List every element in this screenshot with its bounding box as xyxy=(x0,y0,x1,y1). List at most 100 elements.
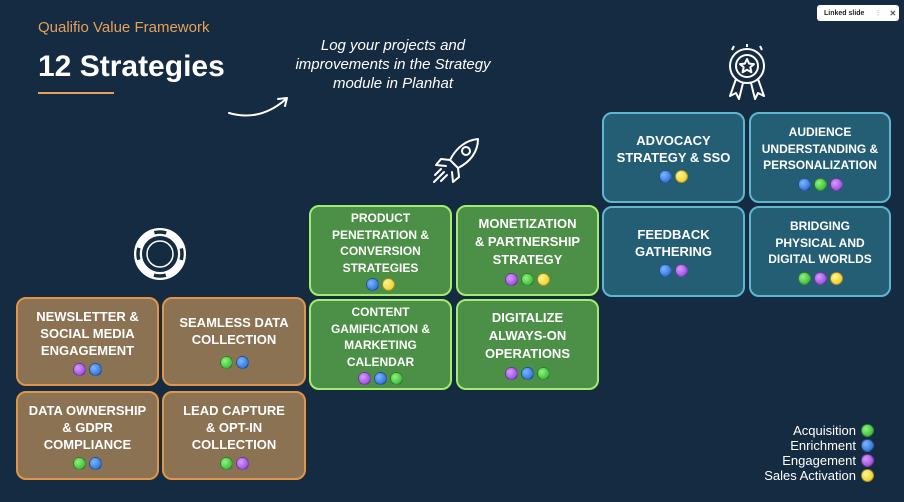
category-dots xyxy=(797,177,843,191)
category-dots xyxy=(659,170,688,183)
acquisition-dot xyxy=(521,273,534,286)
card-title-line: AUDIENCE xyxy=(788,125,852,140)
acquisition-dot xyxy=(861,424,874,437)
planhat-note: Log your projects and improvements in th… xyxy=(288,36,498,93)
category-dots xyxy=(366,278,395,291)
card-audience-understanding[interactable]: AUDIENCE UNDERSTANDING & PERSONALIZATION xyxy=(749,112,891,203)
note-line: module in Planhat xyxy=(332,75,454,92)
award-ribbon-icon xyxy=(729,44,765,100)
engagement-dot xyxy=(505,273,518,286)
category-dots xyxy=(219,356,249,369)
engagement-dot xyxy=(813,271,827,285)
card-title-line: DATA OWNERSHIP xyxy=(28,402,147,418)
category-dots xyxy=(505,367,550,380)
card-title-line: UNDERSTANDING & xyxy=(761,141,879,156)
card-title-line: & OPT-IN xyxy=(205,419,263,435)
legend-label: Engagement xyxy=(782,453,856,468)
acquisition-dot xyxy=(537,367,550,380)
card-title-line: STRATEGIES xyxy=(342,260,419,275)
legend-item-enrichment: Enrichment xyxy=(790,438,874,453)
framework-subtitle: Qualifio Value Framework xyxy=(38,19,210,36)
card-title-line: & PARTNERSHIP xyxy=(474,234,581,249)
sales-activation-dot xyxy=(829,271,843,285)
card-lead-capture-opt-in[interactable]: LEAD CAPTURE & OPT-IN COLLECTION xyxy=(162,391,306,480)
card-seamless-data-collection[interactable]: SEAMLESS DATA COLLECTION xyxy=(162,297,306,386)
enrichment-dot xyxy=(797,177,811,191)
category-dots xyxy=(505,273,550,286)
sales-activation-dot xyxy=(861,469,874,482)
card-title-line: MARKETING xyxy=(344,338,417,352)
enrichment-dot xyxy=(659,170,672,183)
card-title-line: FEEDBACK xyxy=(637,227,710,242)
engagement-dot xyxy=(73,362,86,376)
unlink-icon[interactable]: ✕ xyxy=(889,8,897,18)
card-content-gamification[interactable]: CONTENT GAMIFICATION & MARKETING CALENDA… xyxy=(309,299,452,390)
rocket-icon xyxy=(433,138,479,183)
card-title-line: COLLECTION xyxy=(191,436,277,452)
category-dots xyxy=(219,456,249,470)
card-title-line: CONVERSION xyxy=(340,244,421,258)
acquisition-dot xyxy=(73,456,86,470)
card-title-line: DIGITALIZE xyxy=(491,310,564,325)
card-feedback-gathering[interactable]: FEEDBACK GATHERING xyxy=(602,206,745,297)
category-dots xyxy=(73,456,102,470)
card-title-line: PENETRATION & xyxy=(331,227,430,242)
card-title-line: PHYSICAL AND xyxy=(775,235,865,250)
category-dots xyxy=(797,271,843,285)
engagement-dot xyxy=(235,456,249,470)
category-legend: Acquisition Enrichment Engagement Sales … xyxy=(764,423,874,483)
engagement-dot xyxy=(505,367,518,380)
category-dots xyxy=(73,362,102,376)
linked-slide-badge[interactable]: Linked slide ⋮ ✕ xyxy=(817,5,899,21)
card-digitalize-operations[interactable]: DIGITALIZE ALWAYS-ON OPERATIONS xyxy=(456,299,599,390)
card-product-penetration[interactable]: PRODUCT PENETRATION & CONVERSION STRATEG… xyxy=(309,205,452,296)
note-line: Log your projects and xyxy=(320,37,466,54)
card-bridging-physical-digital[interactable]: BRIDGING PHYSICAL AND DIGITAL WORLDS xyxy=(749,206,891,297)
sales-activation-dot xyxy=(675,170,688,183)
card-title-line: NEWSLETTER & xyxy=(36,308,139,324)
card-title-line: STRATEGY & SSO xyxy=(616,150,731,165)
card-title-line: & GDPR xyxy=(62,419,113,435)
card-title-line: STRATEGY xyxy=(492,252,563,267)
note-line: improvements in the Strategy xyxy=(295,56,491,73)
engagement-dot xyxy=(358,372,371,385)
card-advocacy-strategy[interactable]: ADVOCACY STRATEGY & SSO xyxy=(602,112,745,203)
acquisition-dot xyxy=(797,271,811,285)
card-monetization-partnership[interactable]: MONETIZATION & PARTNERSHIP STRATEGY xyxy=(456,205,599,296)
enrichment-dot xyxy=(861,439,874,452)
engagement-dot xyxy=(829,177,843,191)
card-title-line: ENGAGEMENT xyxy=(40,342,135,358)
acquisition-dot xyxy=(813,177,827,191)
card-data-ownership-gdpr[interactable]: DATA OWNERSHIP & GDPR COMPLIANCE xyxy=(16,391,159,480)
card-title-line: GATHERING xyxy=(634,244,713,259)
enrichment-dot xyxy=(366,278,379,291)
acquisition-dot xyxy=(390,372,403,385)
title-underline xyxy=(38,92,114,94)
enrichment-dot xyxy=(235,356,249,369)
enrichment-dot xyxy=(659,264,672,277)
curved-arrow-icon xyxy=(228,97,288,117)
lifebuoy-icon xyxy=(134,228,186,280)
card-title-line: MONETIZATION xyxy=(478,216,577,231)
legend-label: Sales Activation xyxy=(764,468,856,483)
card-title-line: ALWAYS-ON xyxy=(488,328,567,343)
card-title-line: ADVOCACY xyxy=(636,133,711,148)
enrichment-dot xyxy=(89,362,102,376)
engagement-dot xyxy=(861,454,874,467)
legend-item-acquisition: Acquisition xyxy=(793,423,874,438)
more-icon[interactable]: ⋮ xyxy=(874,10,882,17)
legend-label: Enrichment xyxy=(790,438,856,453)
card-title-line: DIGITAL WORLDS xyxy=(768,252,872,267)
card-newsletter-social-media[interactable]: NEWSLETTER & SOCIAL MEDIA ENGAGEMENT xyxy=(16,297,159,386)
legend-label: Acquisition xyxy=(793,423,856,438)
card-title-line: SOCIAL MEDIA xyxy=(40,325,135,341)
card-title-line: CALENDAR xyxy=(346,354,415,369)
sales-activation-dot xyxy=(537,273,550,286)
card-title-line: CONTENT xyxy=(351,305,410,319)
card-title-line: COLLECTION xyxy=(191,332,277,347)
legend-item-sales-activation: Sales Activation xyxy=(764,468,874,483)
engagement-dot xyxy=(675,264,688,277)
page-title: 12 Strategies xyxy=(38,50,225,83)
acquisition-dot xyxy=(219,456,233,470)
legend-item-engagement: Engagement xyxy=(782,453,874,468)
